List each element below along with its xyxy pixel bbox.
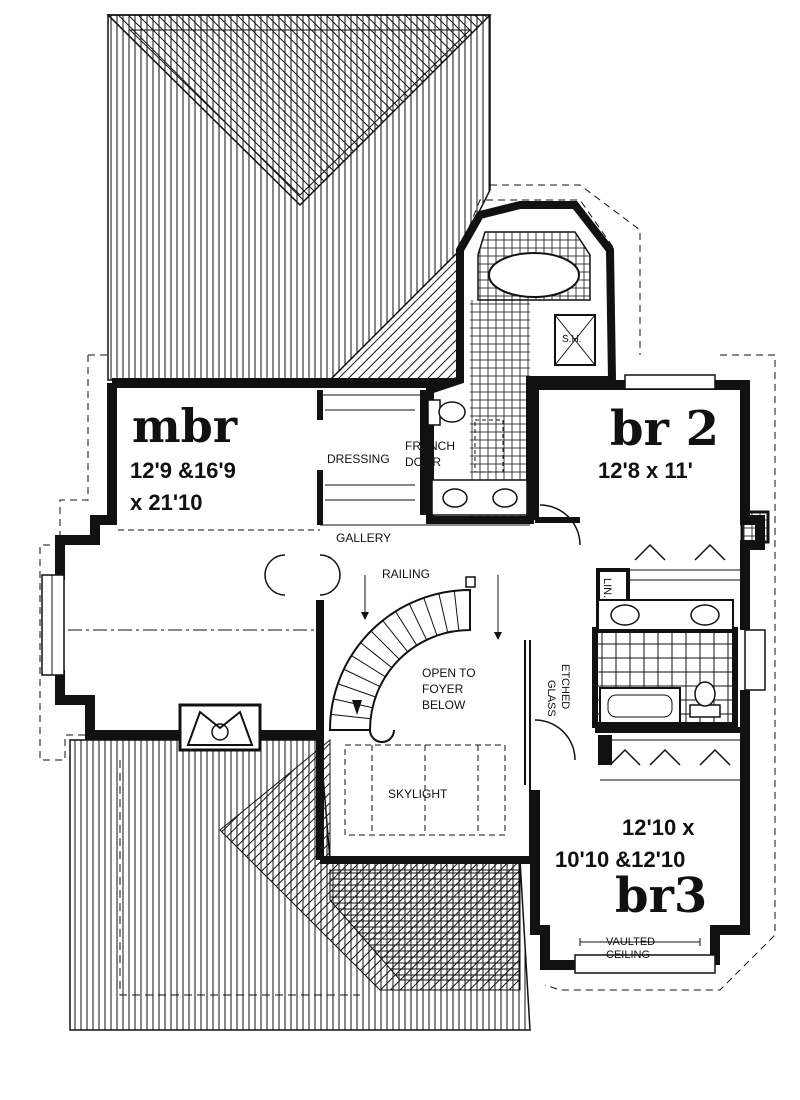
gallery-stair — [320, 524, 531, 864]
ceiling-label: CEILING — [606, 949, 650, 961]
french-door-label-1: FRENCH — [405, 439, 455, 453]
below-label: BELOW — [422, 698, 466, 712]
hall-bath — [592, 599, 766, 728]
stair-tread — [395, 611, 418, 646]
stair-tread — [423, 597, 438, 636]
overhang-lines — [39, 184, 776, 991]
etched-label: ETCHED — [559, 664, 571, 709]
stair-tread — [382, 620, 409, 653]
foyer-label: FOYER — [422, 682, 464, 696]
linen-label: LIN. — [601, 578, 613, 598]
dressing-area — [320, 390, 430, 515]
upper-roof — [106, 14, 492, 381]
skylight-label: SKYLIGHT — [388, 787, 448, 801]
stair-tread — [370, 630, 400, 660]
dressing-label: DRESSING — [327, 452, 390, 466]
bedroom-3 — [530, 690, 750, 974]
stair-tread — [343, 668, 381, 688]
br3-dimension-2: 10'10 &12'10 — [555, 847, 685, 872]
open-to-label: OPEN TO — [422, 666, 476, 680]
gallery-label: GALLERY — [336, 531, 391, 545]
stair-tread — [337, 683, 376, 698]
vaulted-label: VAULTED — [606, 936, 655, 948]
lower-roof — [69, 738, 531, 1031]
bedroom-2 — [530, 374, 770, 630]
stair-tread — [408, 603, 428, 641]
stair-tread — [330, 713, 371, 720]
stair-tread — [351, 655, 386, 678]
br2-dimension: 12'8 x 11' — [598, 458, 693, 483]
master-bath — [426, 201, 617, 524]
stair-tread — [333, 698, 373, 709]
french-door-label-2: DOOR — [405, 455, 441, 469]
br3-title: br3 — [615, 868, 707, 924]
br3-dimension-1: 12'10 x — [622, 815, 695, 840]
room-labels: mbr 12'9 &16'9 x 21'10 br 2 12'8 x 11' 1… — [130, 334, 719, 961]
stair-tread — [438, 593, 449, 633]
mbr-dimension-1: 12'9 &16'9 — [130, 458, 236, 483]
mbr-title: mbr — [132, 399, 238, 453]
mbr-dimension-2: x 21'10 — [130, 490, 203, 515]
glass-label: GLASS — [545, 680, 557, 717]
shower-label: S.H. — [562, 334, 581, 345]
railing-label: RAILING — [382, 567, 430, 581]
stair-tread — [360, 642, 393, 669]
stair-tread — [453, 590, 460, 631]
master-bedroom — [41, 378, 470, 860]
br2-title: br 2 — [610, 401, 719, 457]
